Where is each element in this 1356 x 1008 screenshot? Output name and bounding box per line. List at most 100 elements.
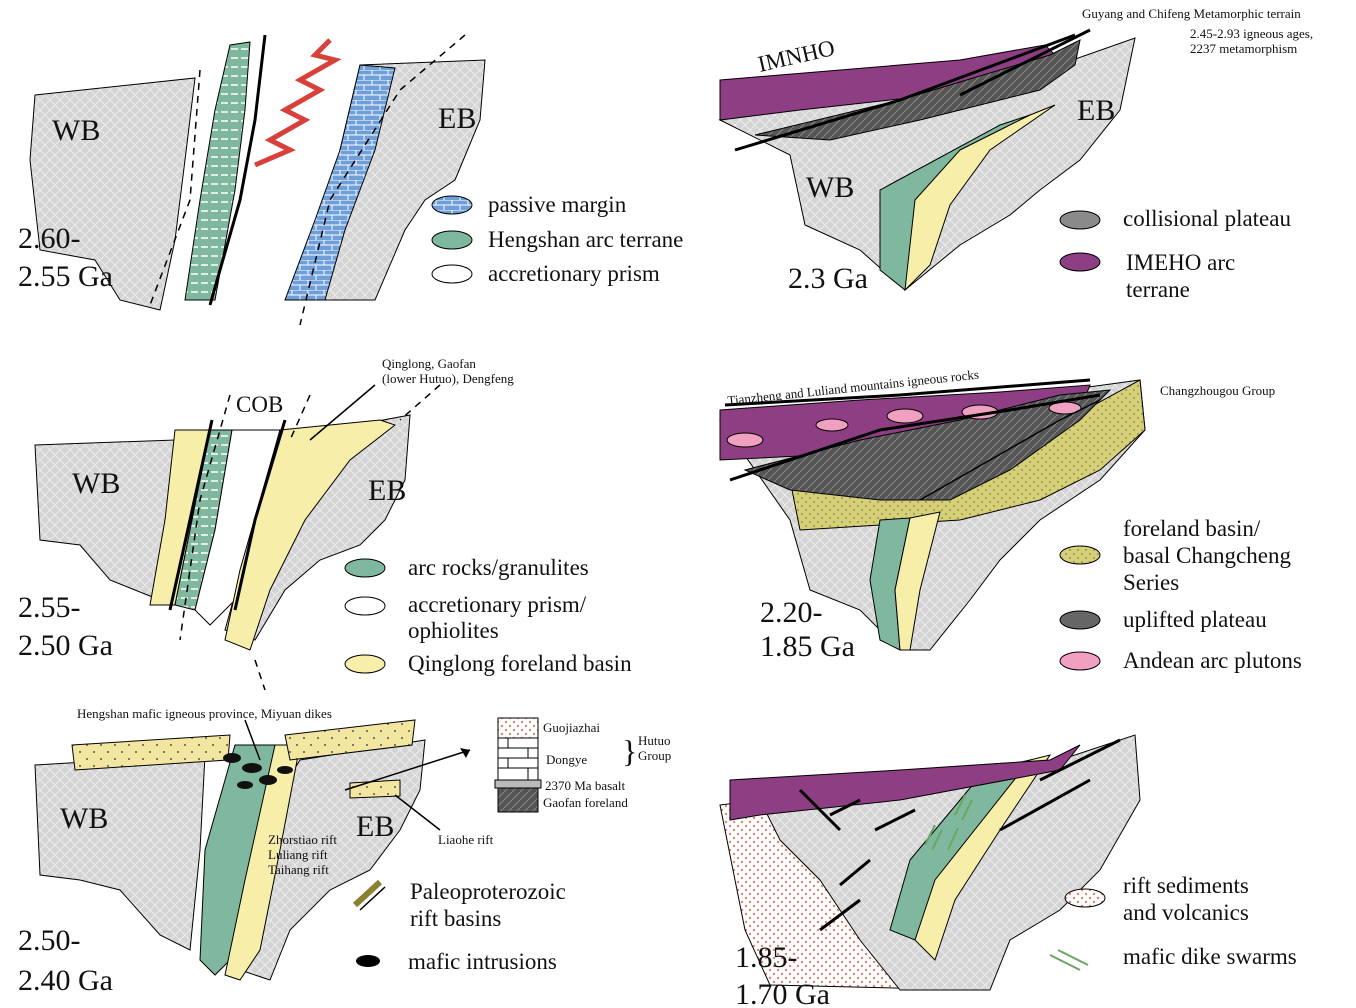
- legend-andean: Andean arc plutons: [1123, 648, 1302, 673]
- cob-label: COB: [236, 392, 283, 417]
- eb-label-5: EB: [356, 810, 394, 843]
- age-label-3-top: 2.55-: [18, 591, 81, 624]
- legend-passive-margin: passive margin: [488, 192, 627, 217]
- rift-label-2: Luliang rift: [268, 847, 328, 862]
- age-label-4-top: 2.20-: [760, 596, 823, 629]
- col-dongye: [498, 738, 538, 780]
- terrain-note-1: 2.45-2.93 igneous ages,: [1190, 26, 1313, 41]
- age-label-2: 2.3 Ga: [788, 262, 868, 295]
- legend-swatch-passive-margin: [432, 196, 472, 214]
- intrusion: [223, 753, 241, 763]
- age-label-5-bottom: 2.40 Ga: [18, 964, 113, 997]
- wb-label-3: WB: [72, 467, 120, 500]
- eb-label: EB: [438, 102, 476, 135]
- legend-foreland-basin-1: foreland basin/: [1123, 516, 1261, 541]
- panel-2: EB WB IMNHO Guyang and Chifeng Metamorph…: [720, 6, 1313, 302]
- legend-terrane: terrane: [1126, 277, 1190, 302]
- age-label-4-bottom: 1.85 Ga: [760, 630, 855, 663]
- col-label-basalt: 2370 Ma basalt: [545, 778, 626, 793]
- age-label-bottom: 2.55 Ga: [18, 260, 113, 293]
- age-label-3-bottom: 2.50 Ga: [18, 629, 113, 662]
- legend-arc-terrane: Hengshan arc terrane: [488, 227, 683, 252]
- legend-swatch-imeho: [1060, 253, 1100, 271]
- legend-prism-3b: ophiolites: [408, 618, 499, 643]
- col-basalt: [495, 780, 541, 788]
- qinglong-note-1: Qinglong, Gaofan: [382, 356, 476, 371]
- age-label-6-top: 1.85-: [735, 941, 798, 974]
- legend-swatch-mafic: [356, 955, 380, 967]
- legend-swatch-uplifted: [1060, 611, 1100, 629]
- legend-dikes: mafic dike swarms: [1123, 944, 1297, 969]
- hengshan-note: Hengshan mafic igneous province, Miyuan …: [77, 706, 332, 721]
- ridge-segment: [255, 40, 335, 165]
- legend-swatch-foreland-basin: [1060, 546, 1100, 564]
- legend-swatch-rift-sediments: [1065, 889, 1105, 907]
- legend-foreland-basin-2: basal Changcheng: [1123, 543, 1291, 568]
- west-block-5: [35, 755, 205, 950]
- terrain-note-title: Guyang and Chifeng Metamorphic terrain: [1082, 6, 1301, 21]
- rift-strip-left: [72, 735, 230, 770]
- legend-uplifted: uplifted plateau: [1123, 607, 1267, 632]
- legend-swatch-rift: [355, 882, 385, 910]
- legend-imeho: IMEHO arc: [1126, 250, 1235, 275]
- age-label-6-bottom: 1.70 Ga: [735, 978, 830, 1008]
- rift-label-3: Taihang rift: [268, 862, 329, 877]
- legend-swatch-arc-rocks: [345, 559, 385, 577]
- panel-1: WB EB 2.60- 2.55 Ga passive margin Hengs…: [18, 35, 683, 325]
- wb-label-5: WB: [60, 802, 108, 835]
- legend-swatch-arc-terrane: [432, 231, 472, 249]
- panel-3: WB EB COB Qinglong, Gaofan (lower Hutuo)…: [18, 356, 632, 690]
- legend-foreland-basin-3: Series: [1123, 570, 1179, 595]
- age-label-5-top: 2.50-: [18, 924, 81, 957]
- intrusion: [277, 766, 293, 774]
- legend-arc-rocks: arc rocks/granulites: [408, 555, 589, 580]
- group-label-1: Hutuo: [638, 733, 671, 748]
- intrusion: [237, 781, 253, 789]
- terrain-note-2: 2237 metamorphism: [1190, 41, 1297, 56]
- intrusion: [242, 763, 262, 773]
- pluton: [887, 409, 923, 423]
- col-label-guojiazhai: Guojiazhai: [543, 720, 600, 735]
- legend-swatch-foreland: [345, 655, 385, 673]
- legend-swatch-plateau: [1060, 211, 1100, 229]
- wb-label-2: WB: [806, 171, 854, 204]
- legend-rift-sediments-1: rift sediments: [1123, 873, 1249, 898]
- rift-label-1: Zhorstiao rift: [268, 832, 337, 847]
- legend-plateau: collisional plateau: [1123, 206, 1291, 231]
- panel-5: Hengshan mafic igneous province, Miyuan …: [18, 706, 671, 997]
- legend-mafic: mafic intrusions: [408, 949, 557, 974]
- group-brace: }: [622, 733, 637, 769]
- legend-prism: accretionary prism: [488, 261, 660, 286]
- fault-dashed-3c: [400, 385, 440, 420]
- pluton: [727, 433, 763, 447]
- eb-label-3: EB: [368, 474, 406, 507]
- age-label-top: 2.60-: [18, 222, 81, 255]
- col-guojiazhai: [498, 718, 538, 738]
- legend-rift-1: Paleoproterozoic: [410, 879, 566, 904]
- intrusion: [259, 775, 277, 785]
- legend-swatch-prism: [432, 265, 472, 283]
- wb-label: WB: [52, 114, 100, 147]
- legend-rift-sediments-2: and volcanics: [1123, 900, 1249, 925]
- eb-label-2: EB: [1077, 94, 1115, 127]
- legend-swatch-andean: [1060, 652, 1100, 670]
- legend-prism-3a: accretionary prism/: [408, 592, 587, 617]
- west-block-3: [35, 440, 175, 600]
- legend-swatch-dikes: [1050, 950, 1088, 970]
- imnho-label: IMNHO: [756, 35, 838, 77]
- changzhougou-note: Changzhougou Group: [1160, 383, 1275, 398]
- fault-dashed-3d: [255, 660, 265, 690]
- col-label-gaofan: Gaofan foreland: [543, 795, 628, 810]
- panel-4: Tianzheng and Luliand mountains igneous …: [720, 367, 1302, 673]
- rift-strip-eb: [350, 780, 400, 798]
- pluton: [816, 419, 848, 431]
- col-label-dongye: Dongye: [546, 752, 587, 767]
- panel-6: 1.85- 1.70 Ga rift sediments and volcani…: [720, 735, 1297, 1008]
- stratigraphic-column: [495, 718, 541, 812]
- legend-swatch-prism-3: [345, 597, 385, 615]
- liaohe-label: Liaohe rift: [438, 832, 494, 847]
- legend-foreland: Qinglong foreland basin: [408, 651, 632, 676]
- group-label-2: Group: [638, 748, 671, 763]
- qinglong-note-2: (lower Hutuo), Dengfeng: [382, 371, 514, 386]
